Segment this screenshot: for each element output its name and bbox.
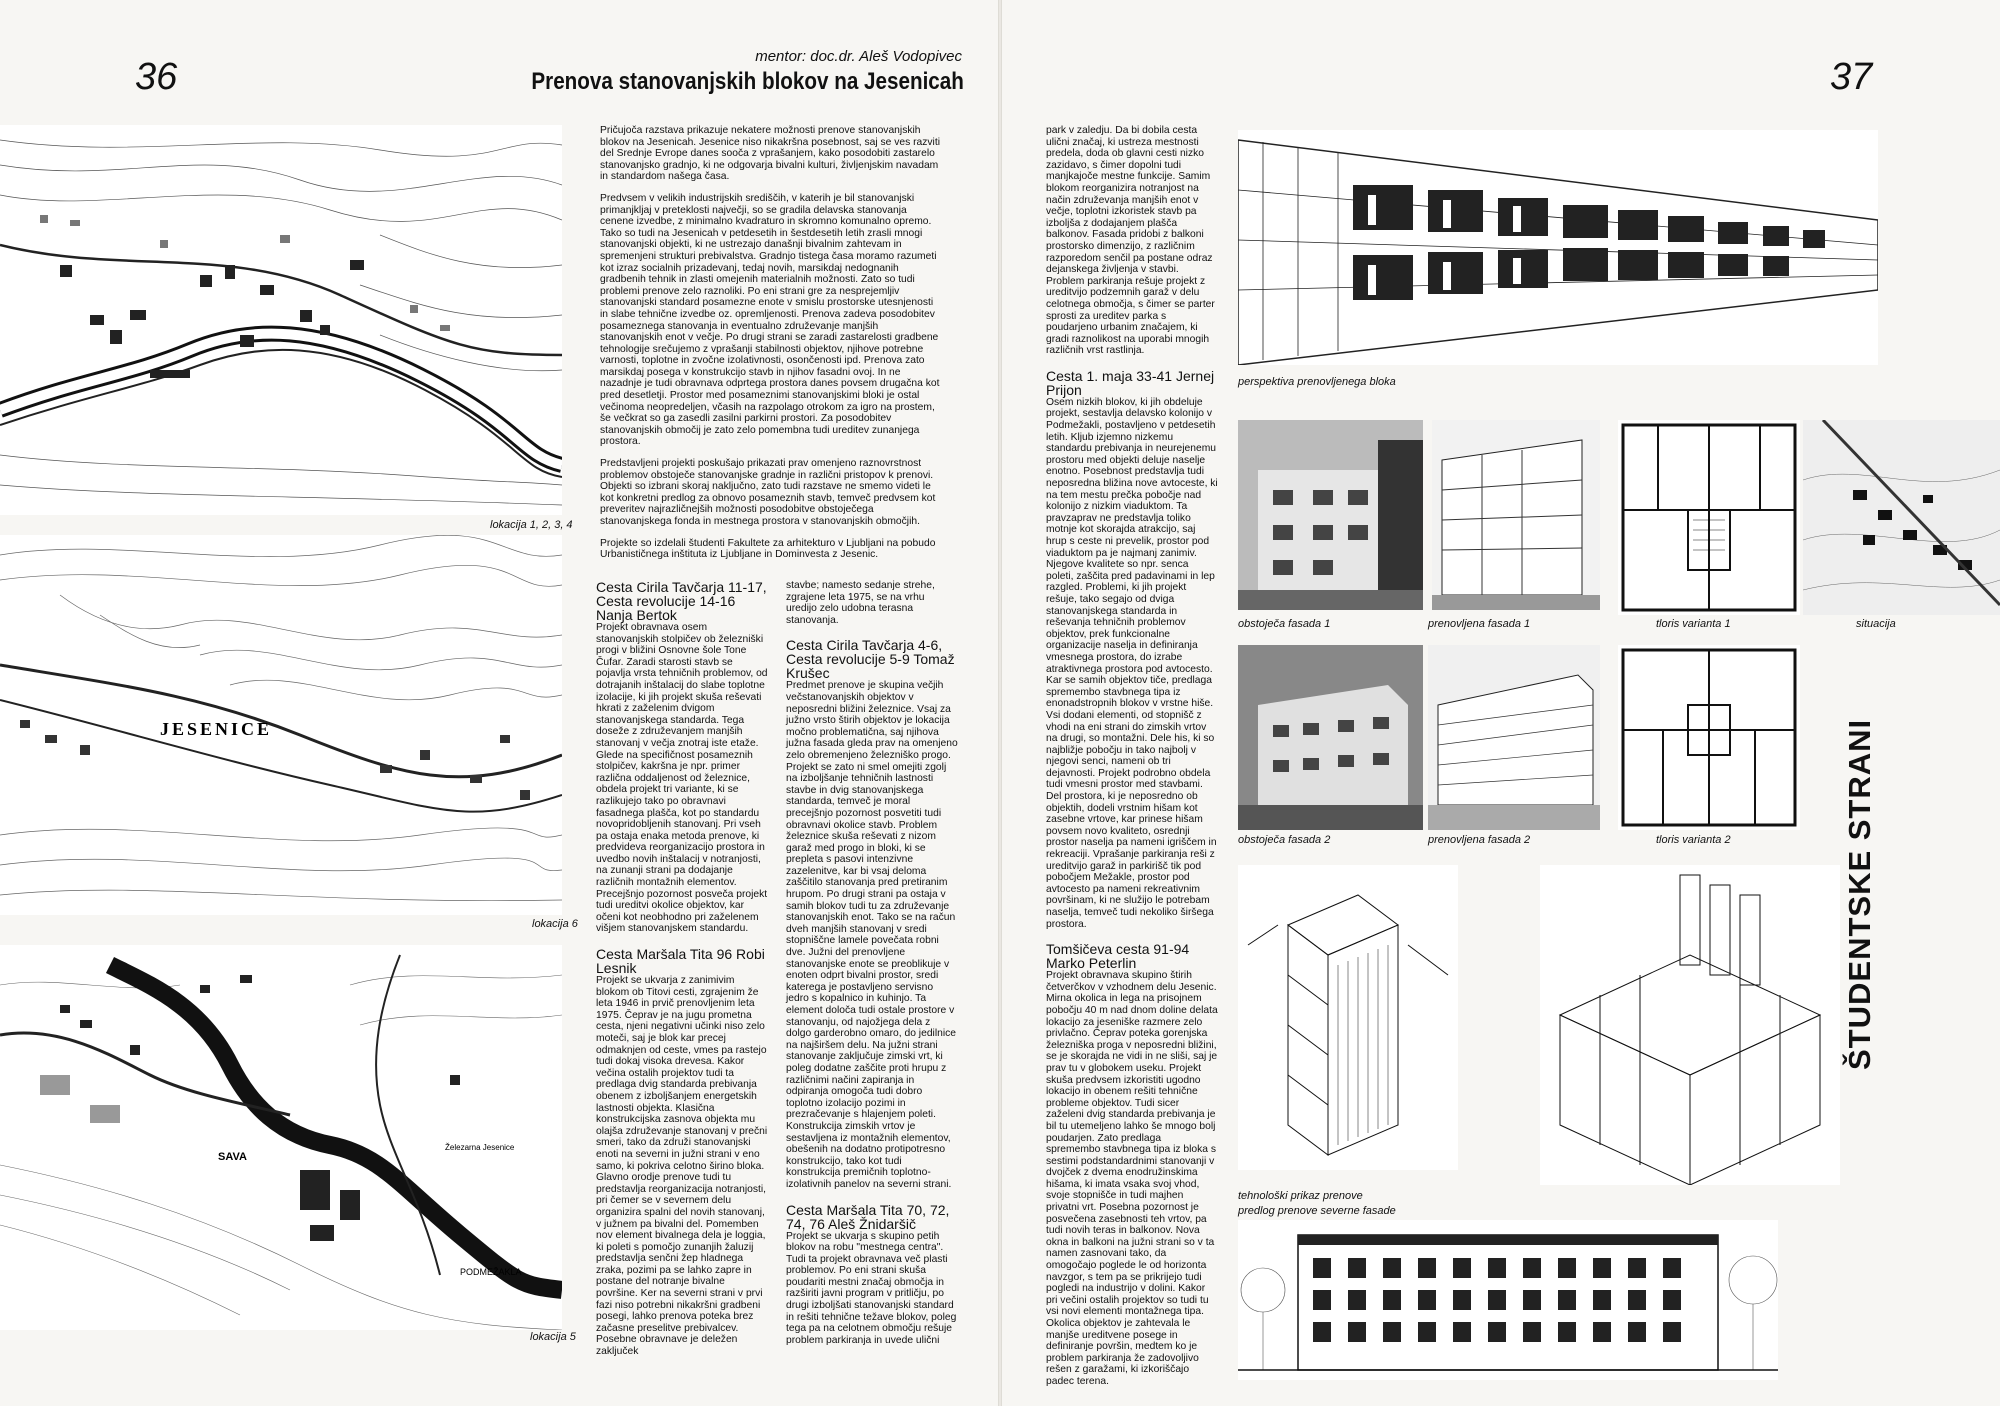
photo-existing-facade-2 <box>1238 645 1423 830</box>
project-body: Osem nizkih blokov, ki jih obdeluje proj… <box>1046 396 1218 930</box>
caption-perspective: perspektiva prenovljenega bloka <box>1238 376 1396 388</box>
project-body: Predmet prenove je skupina večjih večsta… <box>786 680 958 1190</box>
perspective-drawing <box>1238 130 1878 365</box>
renovated-facade-1-drawing <box>1432 420 1600 610</box>
project-heading: Tomšičeva cesta 91-94 Marko Peterlin <box>1046 941 1190 972</box>
map-label-sava: SAVA <box>218 1151 247 1163</box>
project-heading: Cesta 1. maja 33-41 Jernej Prijon <box>1046 367 1215 398</box>
section-vertical-title: ŠTUDENTSKE STRANI <box>1842 718 1877 1070</box>
caption-tech: tehnološki prikaz prenove <box>1238 1190 1363 1202</box>
map-label-zelezarna: Železarna Jesenice <box>445 1143 515 1152</box>
caption-renovated-1: prenovljena fasada 1 <box>1428 618 1531 630</box>
caption-situation: situacija <box>1856 618 1896 630</box>
article-title: Prenova stanovanjskih blokov na Jesenica… <box>531 68 964 95</box>
project-body: Projekt se ukvarja s skupino petih bloko… <box>786 1230 957 1346</box>
project-body-continued: stavbe; namesto sedanje strehe, zgrajene… <box>786 580 935 626</box>
renovated-facade-2-drawing <box>1428 645 1600 830</box>
intro-paragraph: Predvsem v velikih industrijskih središč… <box>600 192 940 448</box>
intro-paragraph: Pričujoča razstava prikazuje nekatere mo… <box>600 125 940 183</box>
intro-column: Pričujoča razstava prikazuje nekatere mo… <box>600 125 942 571</box>
caption-renovated-2: prenovljena fasada 2 <box>1428 834 1531 846</box>
map-location-6: JESENICE <box>0 535 562 915</box>
tech-axonometric-drawing <box>1238 865 1458 1170</box>
floor-plan-variant-2 <box>1618 645 1800 830</box>
north-facade-elevation <box>1238 1220 1778 1380</box>
caption-existing-2: obstoječa fasada 2 <box>1238 834 1331 846</box>
project-column-2: stavbe; namesto sedanje strehe, zgrajene… <box>786 580 958 1358</box>
map2-caption: lokacija 6 <box>532 918 578 930</box>
project-column-1: Cesta Cirila Tavčarja 11-17, Cesta revol… <box>596 580 768 1370</box>
mentor-line: mentor: doc.dr. Aleš Vodopivec <box>755 48 962 65</box>
page-number-left: 36 <box>135 56 178 98</box>
spread-gutter <box>998 0 1002 1406</box>
map-label-jesenice: JESENICE <box>160 719 272 739</box>
page-number-right: 37 <box>1830 56 1873 98</box>
situation-plan <box>1803 420 2000 615</box>
caption-north: predlog prenove severne fasade <box>1238 1205 1396 1217</box>
intro-paragraph: Predstavljeni projekti poskušajo prikaza… <box>600 458 936 527</box>
photo-existing-facade-1 <box>1238 420 1423 610</box>
map-locations-1-4 <box>0 125 562 515</box>
map3-caption: lokacija 5 <box>530 1331 576 1343</box>
floor-plan-variant-1 <box>1618 420 1800 615</box>
caption-plan-1: tloris varianta 1 <box>1656 618 1731 630</box>
structure-axonometric-drawing <box>1540 865 1840 1185</box>
project-body: Projekt se ukvarja z zanimivim blokom ob… <box>596 975 768 1358</box>
caption-existing-1: obstoječa fasada 1 <box>1238 618 1331 630</box>
project-heading: Cesta Maršala Tita 70, 72, 74, 76 Aleš Ž… <box>786 1201 950 1232</box>
project-body: Projekt obravnava osem stanovanjskih sto… <box>596 622 768 935</box>
map1-caption: lokacija 1, 2, 3, 4 <box>490 519 573 531</box>
map-label-podmezakla: PODMEŽAKLA <box>460 1267 522 1277</box>
project-heading: Cesta Cirila Tavčarja 4-6, Cesta revoluc… <box>786 637 955 682</box>
caption-plan-2: tloris varianta 2 <box>1656 834 1731 846</box>
project-body: Projekt obravnava skupino štirih četverč… <box>1046 970 1218 1387</box>
project-body-continued: park v zaledju. Da bi dobila cesta uličn… <box>1046 125 1215 357</box>
map-location-5: SAVA Železarna Jesenice PODMEŽAKLA <box>0 945 562 1330</box>
project-column-3: park v zaledju. Da bi dobila cesta uličn… <box>1046 125 1218 1400</box>
project-heading: Cesta Maršala Tita 96 Robi Lesnik <box>596 946 765 977</box>
project-heading: Cesta Cirila Tavčarja 11-17, Cesta revol… <box>596 579 767 623</box>
intro-paragraph: Projekte so izdelali študenti Fakultete … <box>600 537 936 561</box>
